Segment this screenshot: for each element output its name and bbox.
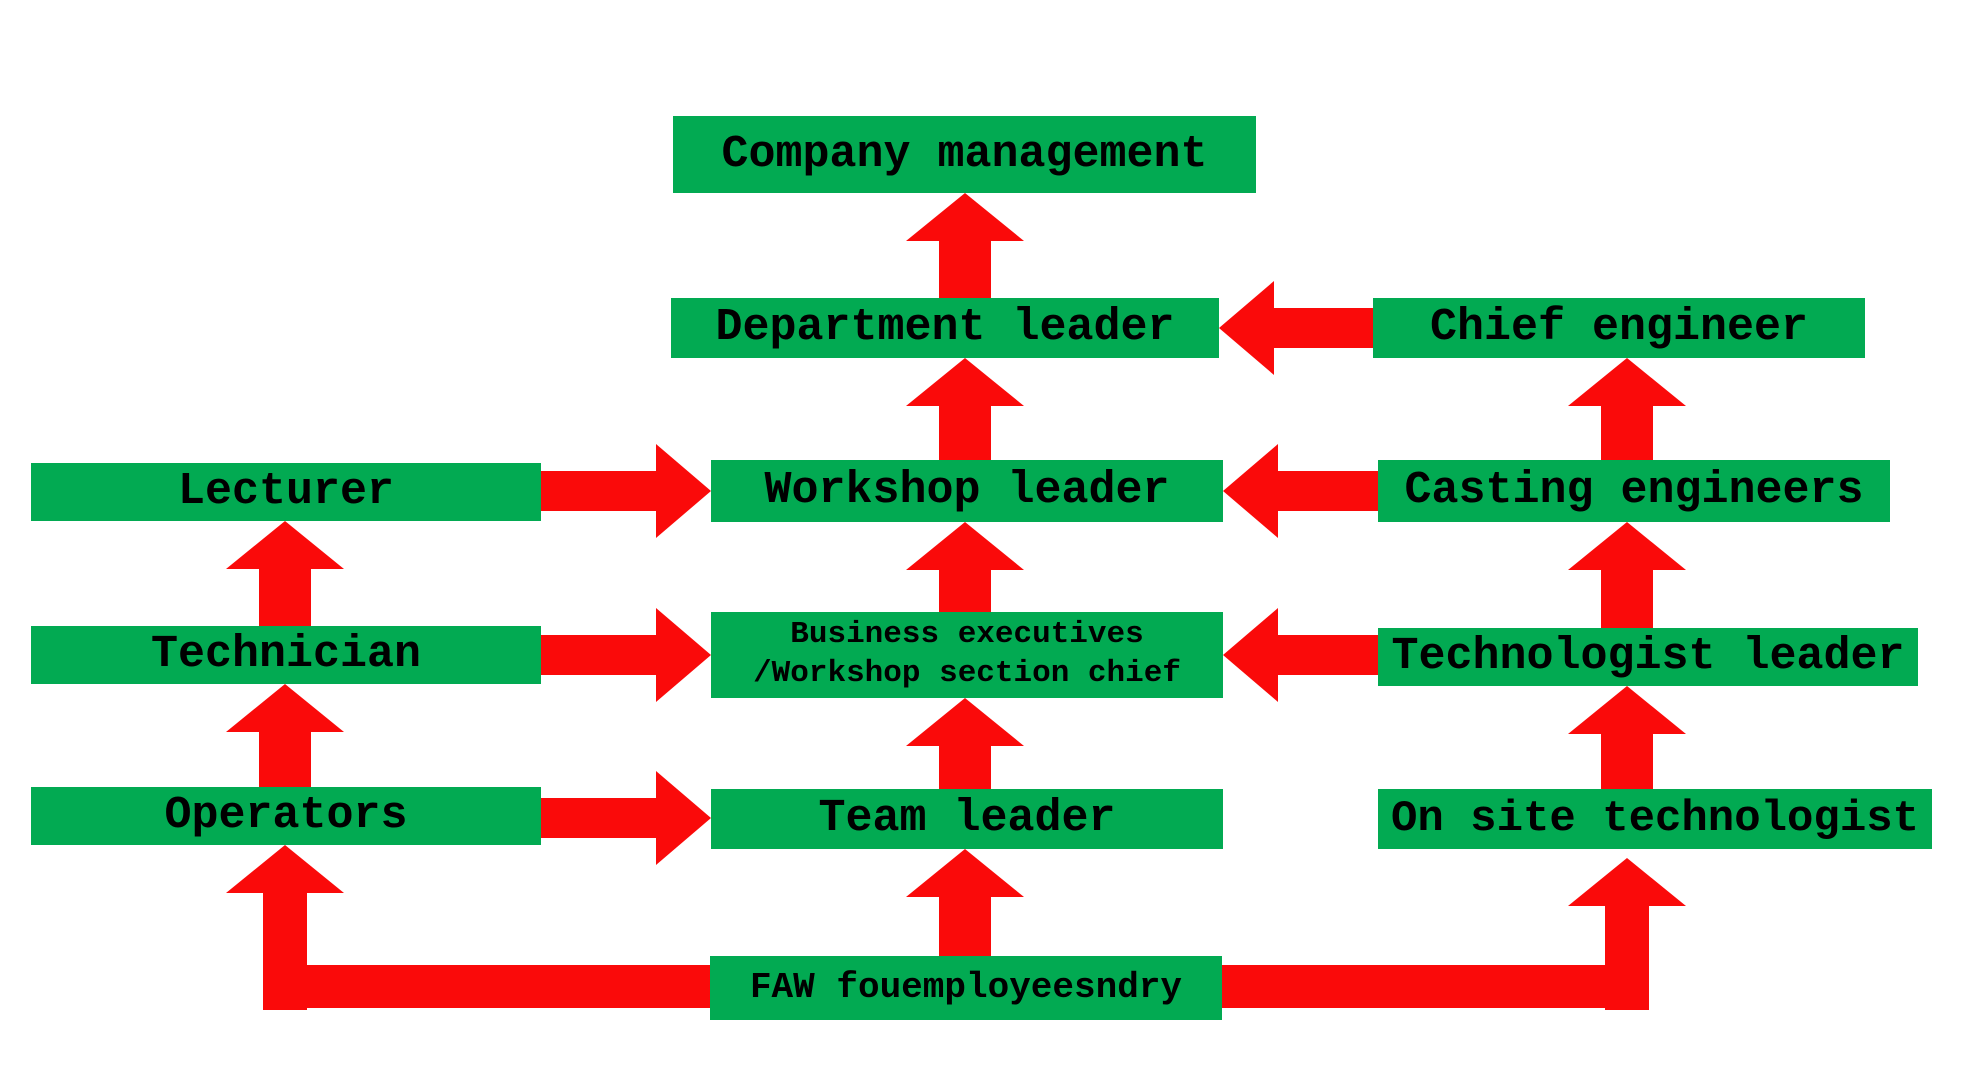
connector-faw-to-operators-horizontal — [263, 965, 710, 1008]
connector-faw-to-operators-vertical — [263, 890, 307, 1010]
arrow-department-to-company-shaft — [939, 239, 991, 298]
arrow-chief-to-department-shaft — [1272, 308, 1373, 348]
node-chief-engineer: Chief engineer — [1373, 298, 1865, 358]
arrow-workshop-to-department-shaft — [939, 404, 991, 460]
arrow-technician-to-bizexec-head — [656, 608, 711, 702]
arrow-team-to-bizexec-head — [906, 698, 1024, 746]
arrow-technologist-to-casting-shaft — [1601, 568, 1653, 628]
node-label: Casting engineers — [1404, 465, 1864, 517]
arrowhead-faw-to-onsite — [1568, 858, 1686, 906]
arrow-technologist-to-bizexec-head — [1223, 608, 1278, 702]
arrow-faw-to-team-shaft — [939, 895, 991, 956]
arrow-department-to-company-head — [906, 193, 1024, 241]
arrow-operators-to-technician-shaft — [259, 730, 311, 787]
node-label-line2: /Workshop section chief — [753, 656, 1181, 691]
arrow-casting-to-chief-shaft — [1601, 404, 1653, 460]
arrow-technologist-to-casting-head — [1568, 522, 1686, 570]
arrow-technician-to-lecturer-head — [226, 521, 344, 569]
connector-faw-to-onsite-vertical — [1605, 904, 1649, 1010]
node-label: On site technologist — [1390, 793, 1920, 844]
node-casting-engineers: Casting engineers — [1378, 460, 1890, 522]
arrow-lecturer-to-workshop-shaft — [541, 471, 658, 511]
arrow-technician-to-lecturer-shaft — [259, 567, 311, 626]
arrow-onsite-to-technologist-head — [1568, 686, 1686, 734]
node-technologist-leader: Technologist leader — [1378, 628, 1918, 686]
node-label: Team leader — [818, 793, 1116, 845]
node-team-leader: Team leader — [711, 789, 1223, 849]
node-technician: Technician — [31, 626, 541, 684]
node-business-executives: Business executives /Workshop section ch… — [711, 612, 1223, 698]
node-operators: Operators — [31, 787, 541, 845]
arrow-onsite-to-technologist-shaft — [1601, 732, 1653, 789]
node-company-management: Company management — [673, 116, 1256, 193]
arrow-bizexec-to-workshop-head — [906, 522, 1024, 570]
node-faw-foundry: FAW fouemployeesndry — [710, 956, 1222, 1020]
arrow-technician-to-bizexec-shaft — [541, 635, 658, 675]
node-label: FAW fouemployeesndry — [749, 967, 1183, 1009]
node-label: Lecturer — [177, 466, 395, 518]
node-label: Operators — [164, 790, 408, 842]
arrow-casting-to-chief-head — [1568, 358, 1686, 406]
arrow-casting-to-workshop-shaft — [1276, 471, 1378, 511]
arrow-casting-to-workshop-head — [1223, 444, 1278, 538]
arrowhead-faw-to-operators — [226, 845, 344, 893]
arrow-bizexec-to-workshop-shaft — [939, 568, 991, 612]
node-label: Workshop leader — [764, 465, 1170, 517]
arrow-operators-to-technician-head — [226, 684, 344, 732]
arrow-team-to-bizexec-shaft — [939, 744, 991, 789]
arrow-operators-to-team-shaft — [541, 798, 658, 838]
arrow-technologist-to-bizexec-shaft — [1276, 635, 1378, 675]
arrow-workshop-to-department-head — [906, 358, 1024, 406]
node-label: Chief engineer — [1429, 302, 1809, 354]
node-label: Department leader — [715, 302, 1175, 354]
arrow-faw-to-team-head — [906, 849, 1024, 897]
node-on-site-technologist: On site technologist — [1378, 789, 1932, 849]
node-label: Technologist leader — [1391, 631, 1905, 683]
node-lecturer: Lecturer — [31, 463, 541, 521]
arrow-chief-to-department-head — [1219, 281, 1274, 375]
arrow-lecturer-to-workshop-head — [656, 444, 711, 538]
arrow-operators-to-team-head — [656, 771, 711, 865]
node-department-leader: Department leader — [671, 298, 1219, 358]
node-workshop-leader: Workshop leader — [711, 460, 1223, 522]
connector-faw-to-onsite-horizontal — [1222, 965, 1649, 1008]
node-label: Company management — [721, 128, 1208, 180]
node-label: Technician — [150, 629, 422, 681]
node-label-line1: Business executives — [790, 617, 1144, 653]
